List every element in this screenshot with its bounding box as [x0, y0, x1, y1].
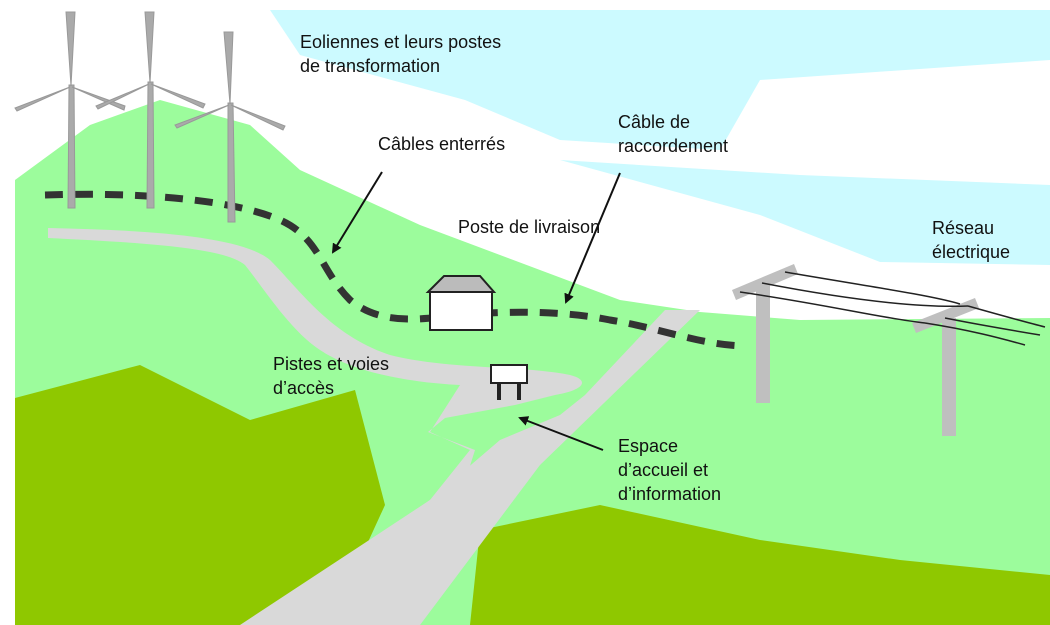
dark-grass-field-right — [470, 505, 1050, 625]
wind-turbine-1 — [14, 11, 126, 209]
arrow-cables-enterres — [331, 171, 383, 254]
label-espace-accueil: Espace d’accueil et d’information — [618, 436, 722, 504]
label-poste-livraison: Poste de livraison — [458, 217, 601, 237]
sky-band-top — [270, 10, 1050, 150]
dark-grass-field-left — [15, 365, 385, 625]
label-cable-raccordement: Câble de raccordement — [618, 112, 729, 156]
label-eoliennes: Eoliennes et leurs postes de transformat… — [300, 32, 502, 76]
label-pistes-acces: Pistes et voies d’accès — [273, 354, 390, 398]
delivery-station — [425, 275, 497, 331]
information-panel — [490, 364, 528, 400]
wind-turbine-3 — [174, 31, 286, 223]
main-road-branch — [240, 310, 700, 625]
pylon-1 — [732, 264, 798, 403]
buried-cable — [44, 190, 746, 350]
power-lines — [739, 271, 1046, 346]
wind-turbine-2 — [95, 11, 206, 209]
arrow-cable-raccordement — [564, 172, 621, 304]
label-reseau-electrique: Réseau électrique — [932, 218, 1011, 262]
arrow-espace-accueil — [518, 416, 604, 451]
sky-band-right — [560, 160, 1050, 265]
label-cables-enterres: Câbles enterrés — [378, 134, 506, 154]
